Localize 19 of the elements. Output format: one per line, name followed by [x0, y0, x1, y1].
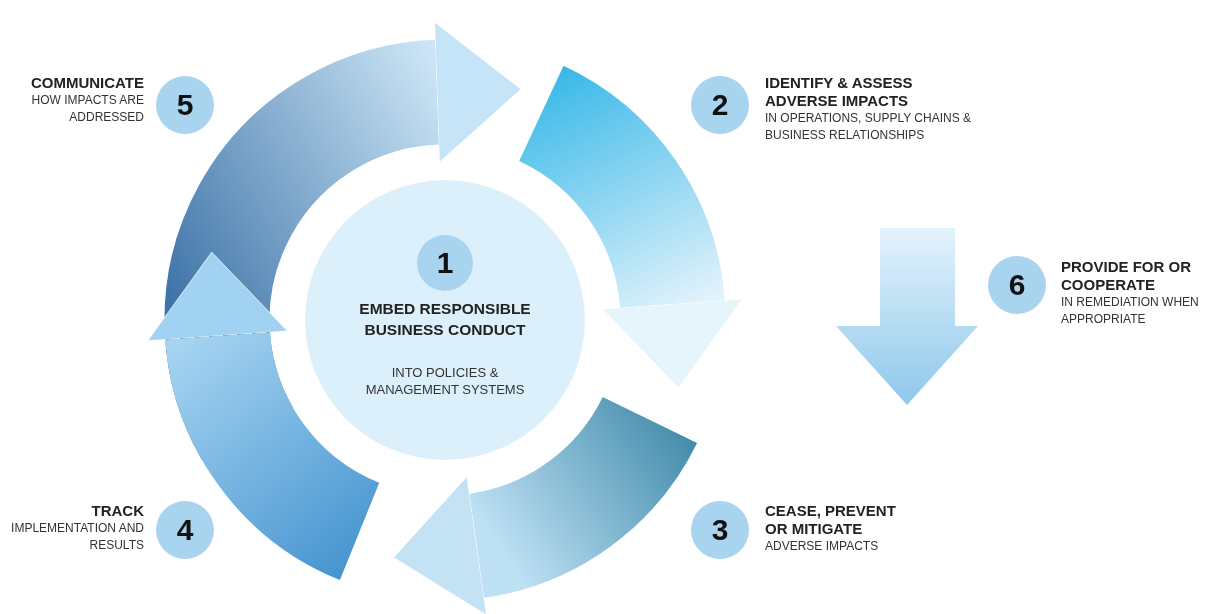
step-heading: IDENTIFY & ASSESS ADVERSE IMPACTS: [765, 74, 914, 110]
step-description: IN OPERATIONS, SUPPLY CHAINS & BUSINESS RELATIONSHIPS: [765, 110, 973, 144]
step-heading: COMMUNICATE: [29, 74, 144, 92]
step-number-text: 1: [436, 246, 454, 280]
step-number: [417, 235, 473, 291]
step-description: IMPLEMENTATION AND RESULTS: [10, 520, 144, 554]
step-number-text: 3: [711, 513, 729, 547]
step-number-text: 5: [176, 88, 194, 122]
step-heading: PROVIDE FOR OR COOPERATE: [1061, 258, 1192, 294]
step-heading: TRACK: [90, 502, 144, 520]
step-heading: EMBED RESPONSIBLE BUSINESS CONDUCT: [358, 299, 532, 340]
step-description: ADVERSE IMPACTS: [765, 538, 880, 555]
step-number-text: 2: [711, 88, 729, 122]
step-description: HOW IMPACTS ARE ADDRESSED: [30, 92, 144, 126]
step-heading: CEASE, PREVENT OR MITIGATE: [765, 502, 897, 538]
step-description: IN REMEDIATION WHEN APPROPRIATE: [1061, 294, 1200, 328]
step-description: INTO POLICIES & MANAGEMENT SYSTEMS: [364, 364, 526, 398]
step-number-text: 4: [176, 513, 194, 547]
step-number-text: 6: [1008, 268, 1026, 302]
